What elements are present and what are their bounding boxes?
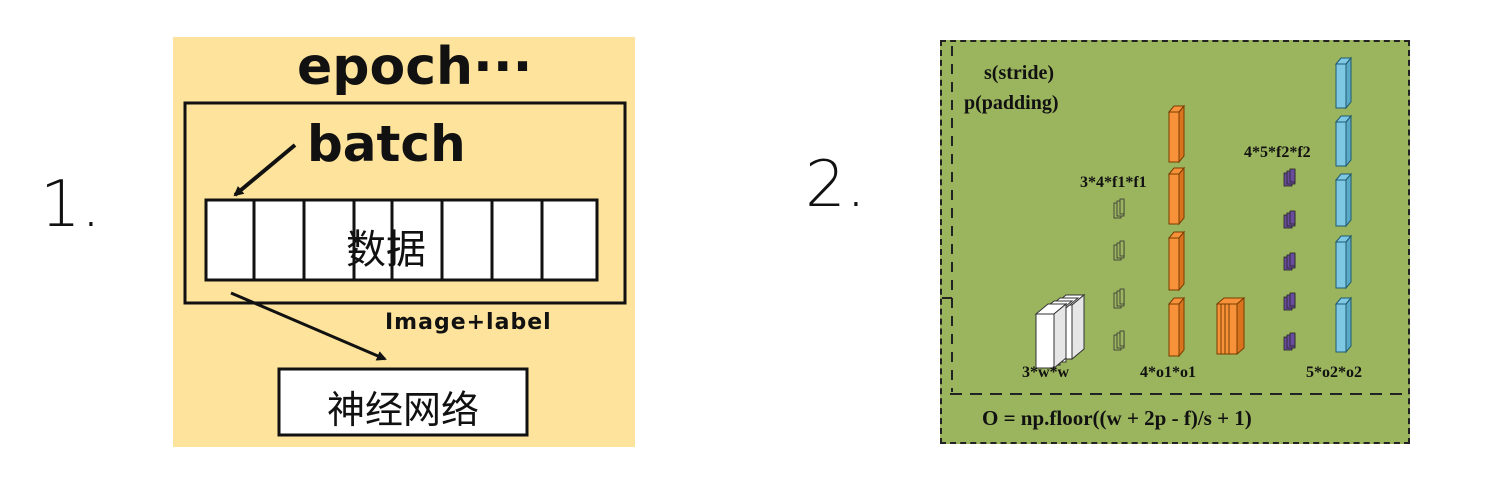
kernel2-label: 4*5*f2*f2: [1244, 144, 1311, 161]
step-1-label: 1.: [40, 168, 102, 242]
input-dims-label: 3*w*w: [1022, 364, 1070, 381]
convolution-shapes: [942, 46, 1408, 395]
batch-label: batch: [307, 115, 466, 173]
step-2-label: 2.: [805, 148, 867, 222]
kernel1-filters: [1113, 198, 1125, 351]
network-box: [277, 367, 529, 437]
output1-volume: [1215, 296, 1246, 356]
data-cells: [204, 198, 599, 282]
batch-arrow: [233, 143, 297, 197]
convolution-diagram: s(stride) p(padding) 3*4*f1*f1 4*5*f2*f2…: [940, 40, 1410, 444]
kernel1-label: 3*4*f1*f1: [1080, 174, 1147, 191]
network-label: 神经网络: [326, 388, 479, 432]
input-volume: [1034, 293, 1086, 370]
output1-maps: [1167, 104, 1186, 358]
output-size-formula: O = np.floor((w + 2p - f)/s + 1): [982, 406, 1252, 430]
stride-label: s(stride): [984, 62, 1054, 84]
batch-box: [183, 101, 627, 305]
output1-dims-label: 4*o1*o1: [1140, 364, 1196, 381]
kernel2-filters: [1283, 168, 1296, 351]
training-loop-lines: [183, 101, 627, 437]
image-label-text: Image+label: [385, 310, 552, 335]
padding-label: p(padding): [964, 92, 1059, 114]
output2-dims-label: 5*o2*o2: [1306, 364, 1362, 381]
training-loop-diagram: epoch··· batch 数据 Image+label 神经网络: [173, 37, 635, 447]
network-arrow: [230, 291, 387, 361]
data-label: 数据: [346, 227, 426, 273]
output2-maps: [1334, 56, 1353, 354]
epoch-title: epoch···: [297, 37, 533, 97]
